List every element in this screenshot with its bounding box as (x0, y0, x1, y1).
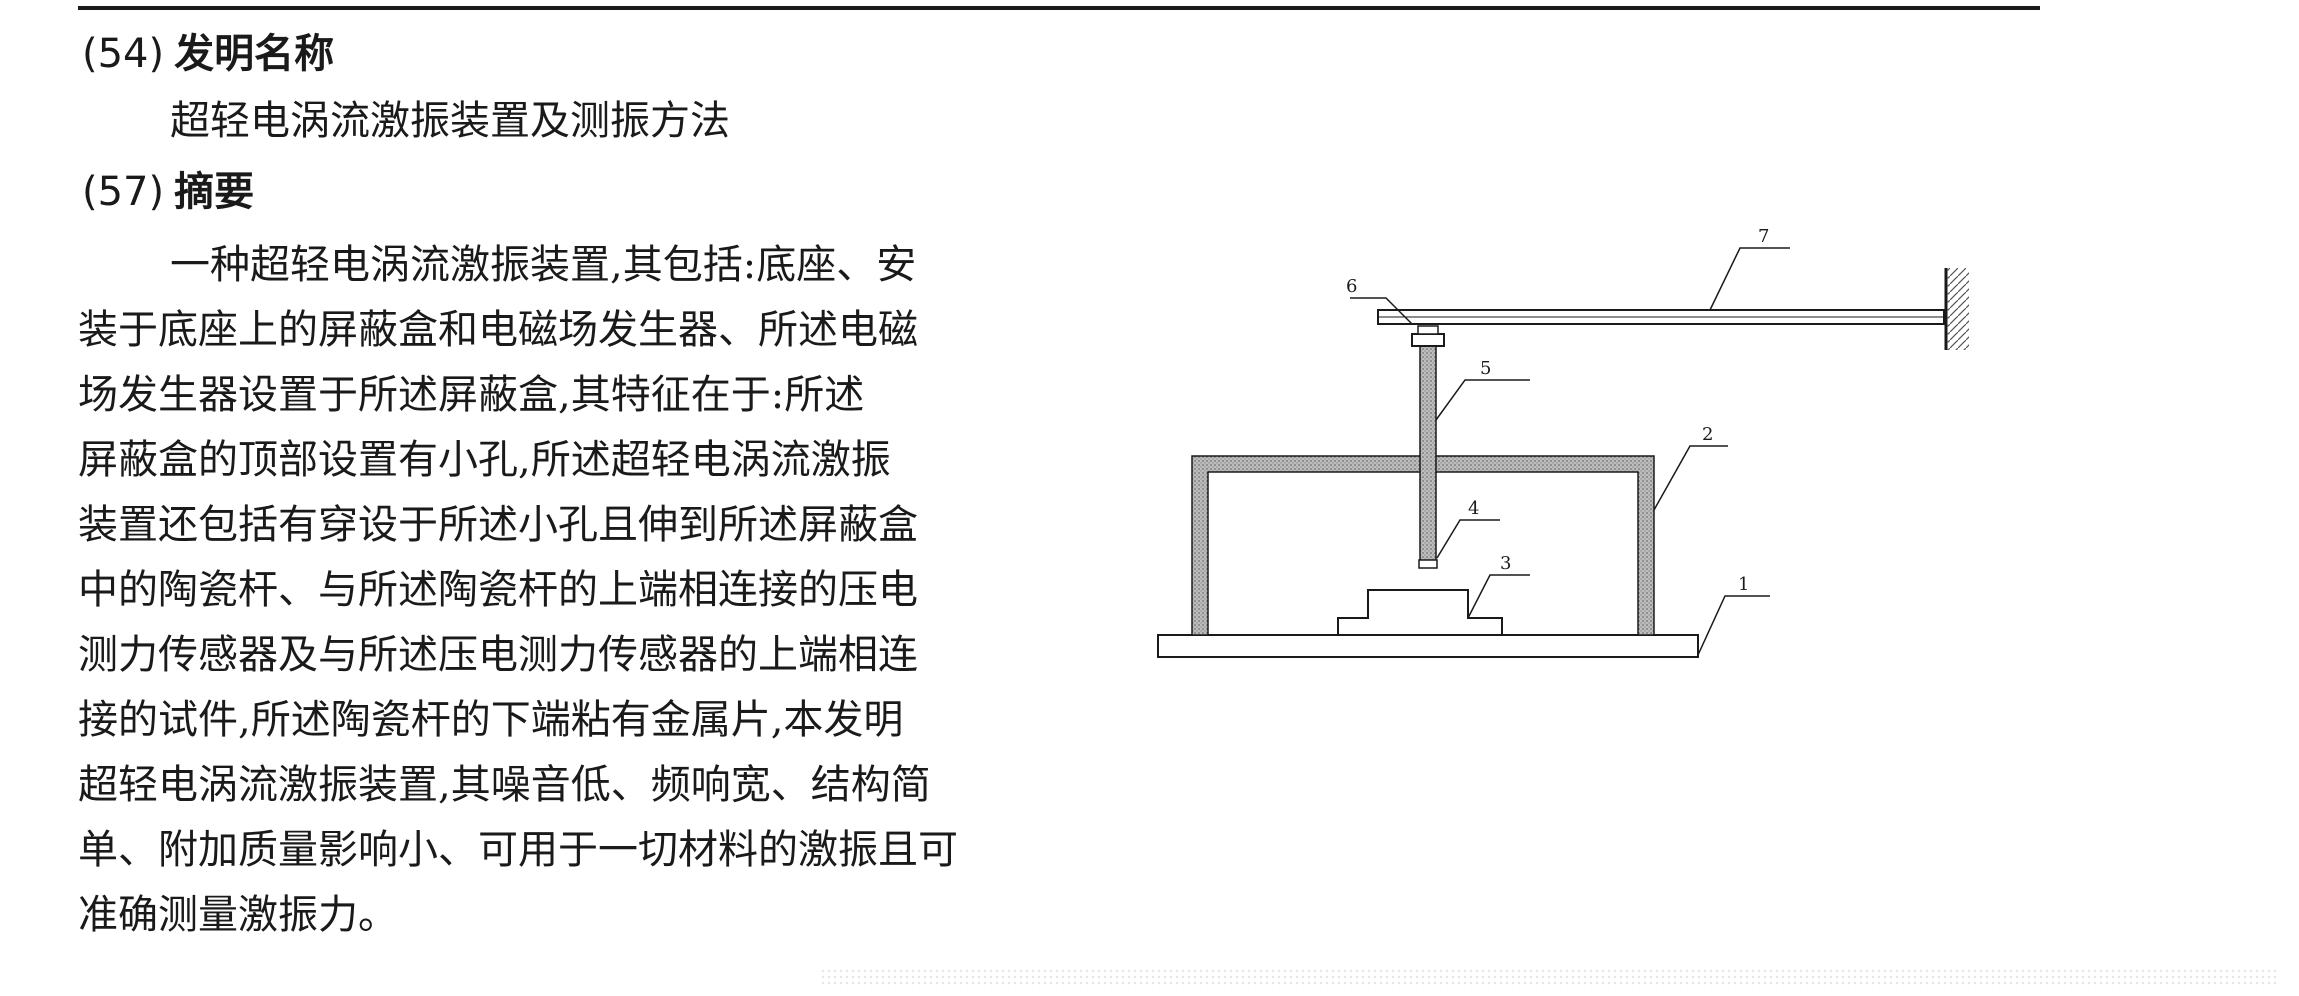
label-1: 1 (1738, 574, 1749, 595)
field-generator (1337, 589, 1503, 636)
abstract-line: 装于底座上的屏蔽盒和电磁场发生器、所述电磁 (78, 307, 918, 353)
label-7: 7 (1758, 226, 1769, 247)
abstract-line: 场发生器设置于所述屏蔽盒,其特征在于:所述 (78, 372, 865, 418)
invention-title-heading: (54)发明名称 (82, 30, 334, 78)
top-rule (78, 6, 2040, 10)
abstract-line: 测力传感器及与所述压电测力传感器的上端相连 (78, 632, 918, 678)
abstract-line: 一种超轻电涡流激振装置,其包括:底座、安 (170, 242, 917, 288)
abstract-heading: (57)摘要 (82, 168, 254, 216)
invention-title-label: 发明名称 (174, 31, 335, 77)
abstract-code: (57) (82, 169, 165, 215)
label-3: 3 (1500, 553, 1511, 574)
label-4: 4 (1468, 498, 1479, 519)
label-6: 6 (1346, 276, 1357, 297)
abstract-line: 装置还包括有穿设于所述小孔且伸到所述屏蔽盒 (78, 502, 918, 548)
force-sensor (1411, 333, 1445, 347)
scan-dot-pattern (820, 968, 2280, 988)
base-plate (1157, 634, 1699, 658)
abstract-line: 准确测量激振力。 (78, 892, 398, 938)
abstract-line: 中的陶瓷杆、与所述陶瓷杆的上端相连接的压电 (78, 567, 918, 613)
metal-sheet (1418, 559, 1438, 569)
abstract-line: 超轻电涡流激振装置,其噪音低、频响宽、结构简 (78, 762, 931, 808)
label-2: 2 (1702, 424, 1713, 445)
invention-title: 超轻电涡流激振装置及测振方法 (170, 98, 730, 144)
shield-box (1191, 455, 1655, 636)
ceramic-rod (1419, 345, 1437, 567)
force-sensor-cap (1417, 325, 1439, 335)
abstract-line: 屏蔽盒的顶部设置有小孔,所述超轻电涡流激振 (78, 437, 891, 483)
label-5: 5 (1480, 358, 1491, 379)
abstract-label: 摘要 (174, 169, 255, 215)
abstract-body: 一种超轻电涡流激振装置,其包括:底座、安 装于底座上的屏蔽盒和电磁场发生器、所述… (78, 233, 1058, 948)
device-drawing: 1 2 3 4 5 6 7 (1157, 226, 1969, 658)
abstract-line: 单、附加质量影响小、可用于一切材料的激振且可 (78, 827, 958, 873)
invention-title-code: (54) (82, 31, 165, 77)
abstract-line: 接的试件,所述陶瓷杆的下端粘有金属片,本发明 (78, 697, 904, 743)
